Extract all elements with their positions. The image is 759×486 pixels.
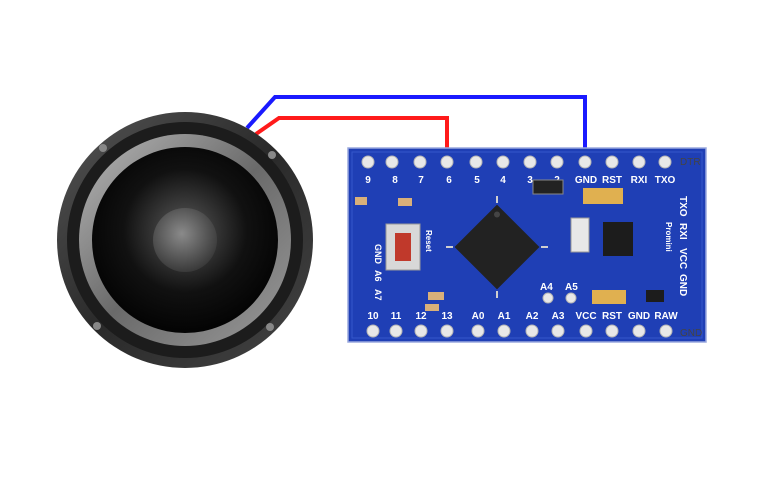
chip-pins (446, 196, 548, 298)
wire-signal (254, 116, 449, 160)
pin-label-bottom: A0 (472, 311, 485, 322)
pin-hole (578, 155, 592, 169)
pin-hole (579, 324, 593, 338)
speaker-screw (93, 322, 101, 330)
pin-hole (632, 155, 646, 169)
speaker-screw (268, 151, 276, 159)
pin-hole (632, 324, 646, 338)
side-label: TXO (677, 196, 688, 217)
right-side-labels: TXO RXI Promini VCC GND (664, 196, 688, 296)
pin-label-top: GND (575, 175, 597, 186)
pin-hole (551, 324, 565, 338)
pin-label-top: 9 (365, 175, 371, 186)
pin-label-bottom: RST (602, 311, 622, 322)
side-label: A7 (373, 289, 383, 301)
speaker-screw (99, 144, 107, 152)
side-label: GND (677, 274, 688, 296)
pin-hole (471, 324, 485, 338)
pin-label-top: TXO (655, 175, 676, 186)
speaker-icon (57, 112, 313, 368)
pin-hole (542, 292, 554, 304)
pin-label-bottom: A3 (552, 311, 565, 322)
reset-button-icon: Reset (385, 223, 433, 271)
pin-label-bottom: GND (628, 311, 650, 322)
pin-hole (525, 324, 539, 338)
top-pin-row (361, 155, 672, 169)
bottom-gnd-label: GND (680, 328, 702, 339)
side-label: GND (373, 244, 383, 265)
speaker-screw (266, 323, 274, 331)
bottom-pin-labels: 10 11 12 13 A0 A1 A2 A3 VCC RST GND RAW (367, 311, 678, 322)
pin-hole (496, 155, 510, 169)
pin-hole (469, 155, 483, 169)
pin-label-extra: A4 (540, 282, 553, 293)
pin-label-bottom: 12 (415, 311, 427, 322)
pin-hole (366, 324, 380, 338)
pin-hole (385, 155, 399, 169)
pin-label-top: 8 (392, 175, 398, 186)
pin-hole (550, 155, 564, 169)
pin-hole (659, 324, 673, 338)
top-pin-labels: 9 8 7 6 5 4 3 2 GND RST RXI TXO (365, 175, 675, 186)
pin-hole (605, 324, 619, 338)
bottom-pin-row (366, 324, 673, 338)
pin-label-bottom: 13 (441, 311, 453, 322)
pin-hole (565, 292, 577, 304)
microcontroller-chip (454, 204, 540, 290)
pin-hole (361, 155, 375, 169)
side-label: A6 (373, 270, 383, 282)
pin-label-bottom: A1 (498, 311, 511, 322)
pin-hole (605, 155, 619, 169)
pin-label-top: 5 (474, 175, 480, 186)
pin-label-top: 3 (527, 175, 533, 186)
left-side-labels: GND A6 A7 (373, 244, 383, 301)
wire-gnd (245, 95, 587, 160)
pin-label-top: 6 (446, 175, 452, 186)
side-label: Promini (664, 222, 673, 252)
pin-hole (414, 324, 428, 338)
side-label: RXI (677, 223, 688, 240)
pin-hole (389, 324, 403, 338)
pin-label-bottom: RAW (654, 311, 678, 322)
pin-label-top: RXI (631, 175, 648, 186)
pin-label-top: RST (602, 175, 622, 186)
pin-hole (440, 155, 454, 169)
pin-label-bottom: 10 (367, 311, 379, 322)
pin-label-bottom: 11 (391, 311, 402, 322)
wires (245, 95, 587, 160)
pin-hole (497, 324, 511, 338)
side-label: VCC (677, 248, 688, 269)
pin-hole (523, 155, 537, 169)
pin-hole (658, 155, 672, 169)
pin-label-top: 7 (418, 175, 424, 186)
pin-label-top: 4 (500, 175, 506, 186)
pin-hole (413, 155, 427, 169)
smd-components (355, 179, 664, 311)
arduino-pro-mini-board: 9 8 7 6 5 4 3 2 GND RST RXI TXO DTR TXO … (347, 147, 707, 343)
dtr-label: DTR (680, 157, 701, 168)
pin-label-extra: A5 (565, 282, 578, 293)
pin-label-bottom: A2 (526, 311, 539, 322)
pin-label-bottom: VCC (575, 311, 596, 322)
pin-hole (440, 324, 454, 338)
reset-label: Reset (424, 230, 433, 252)
